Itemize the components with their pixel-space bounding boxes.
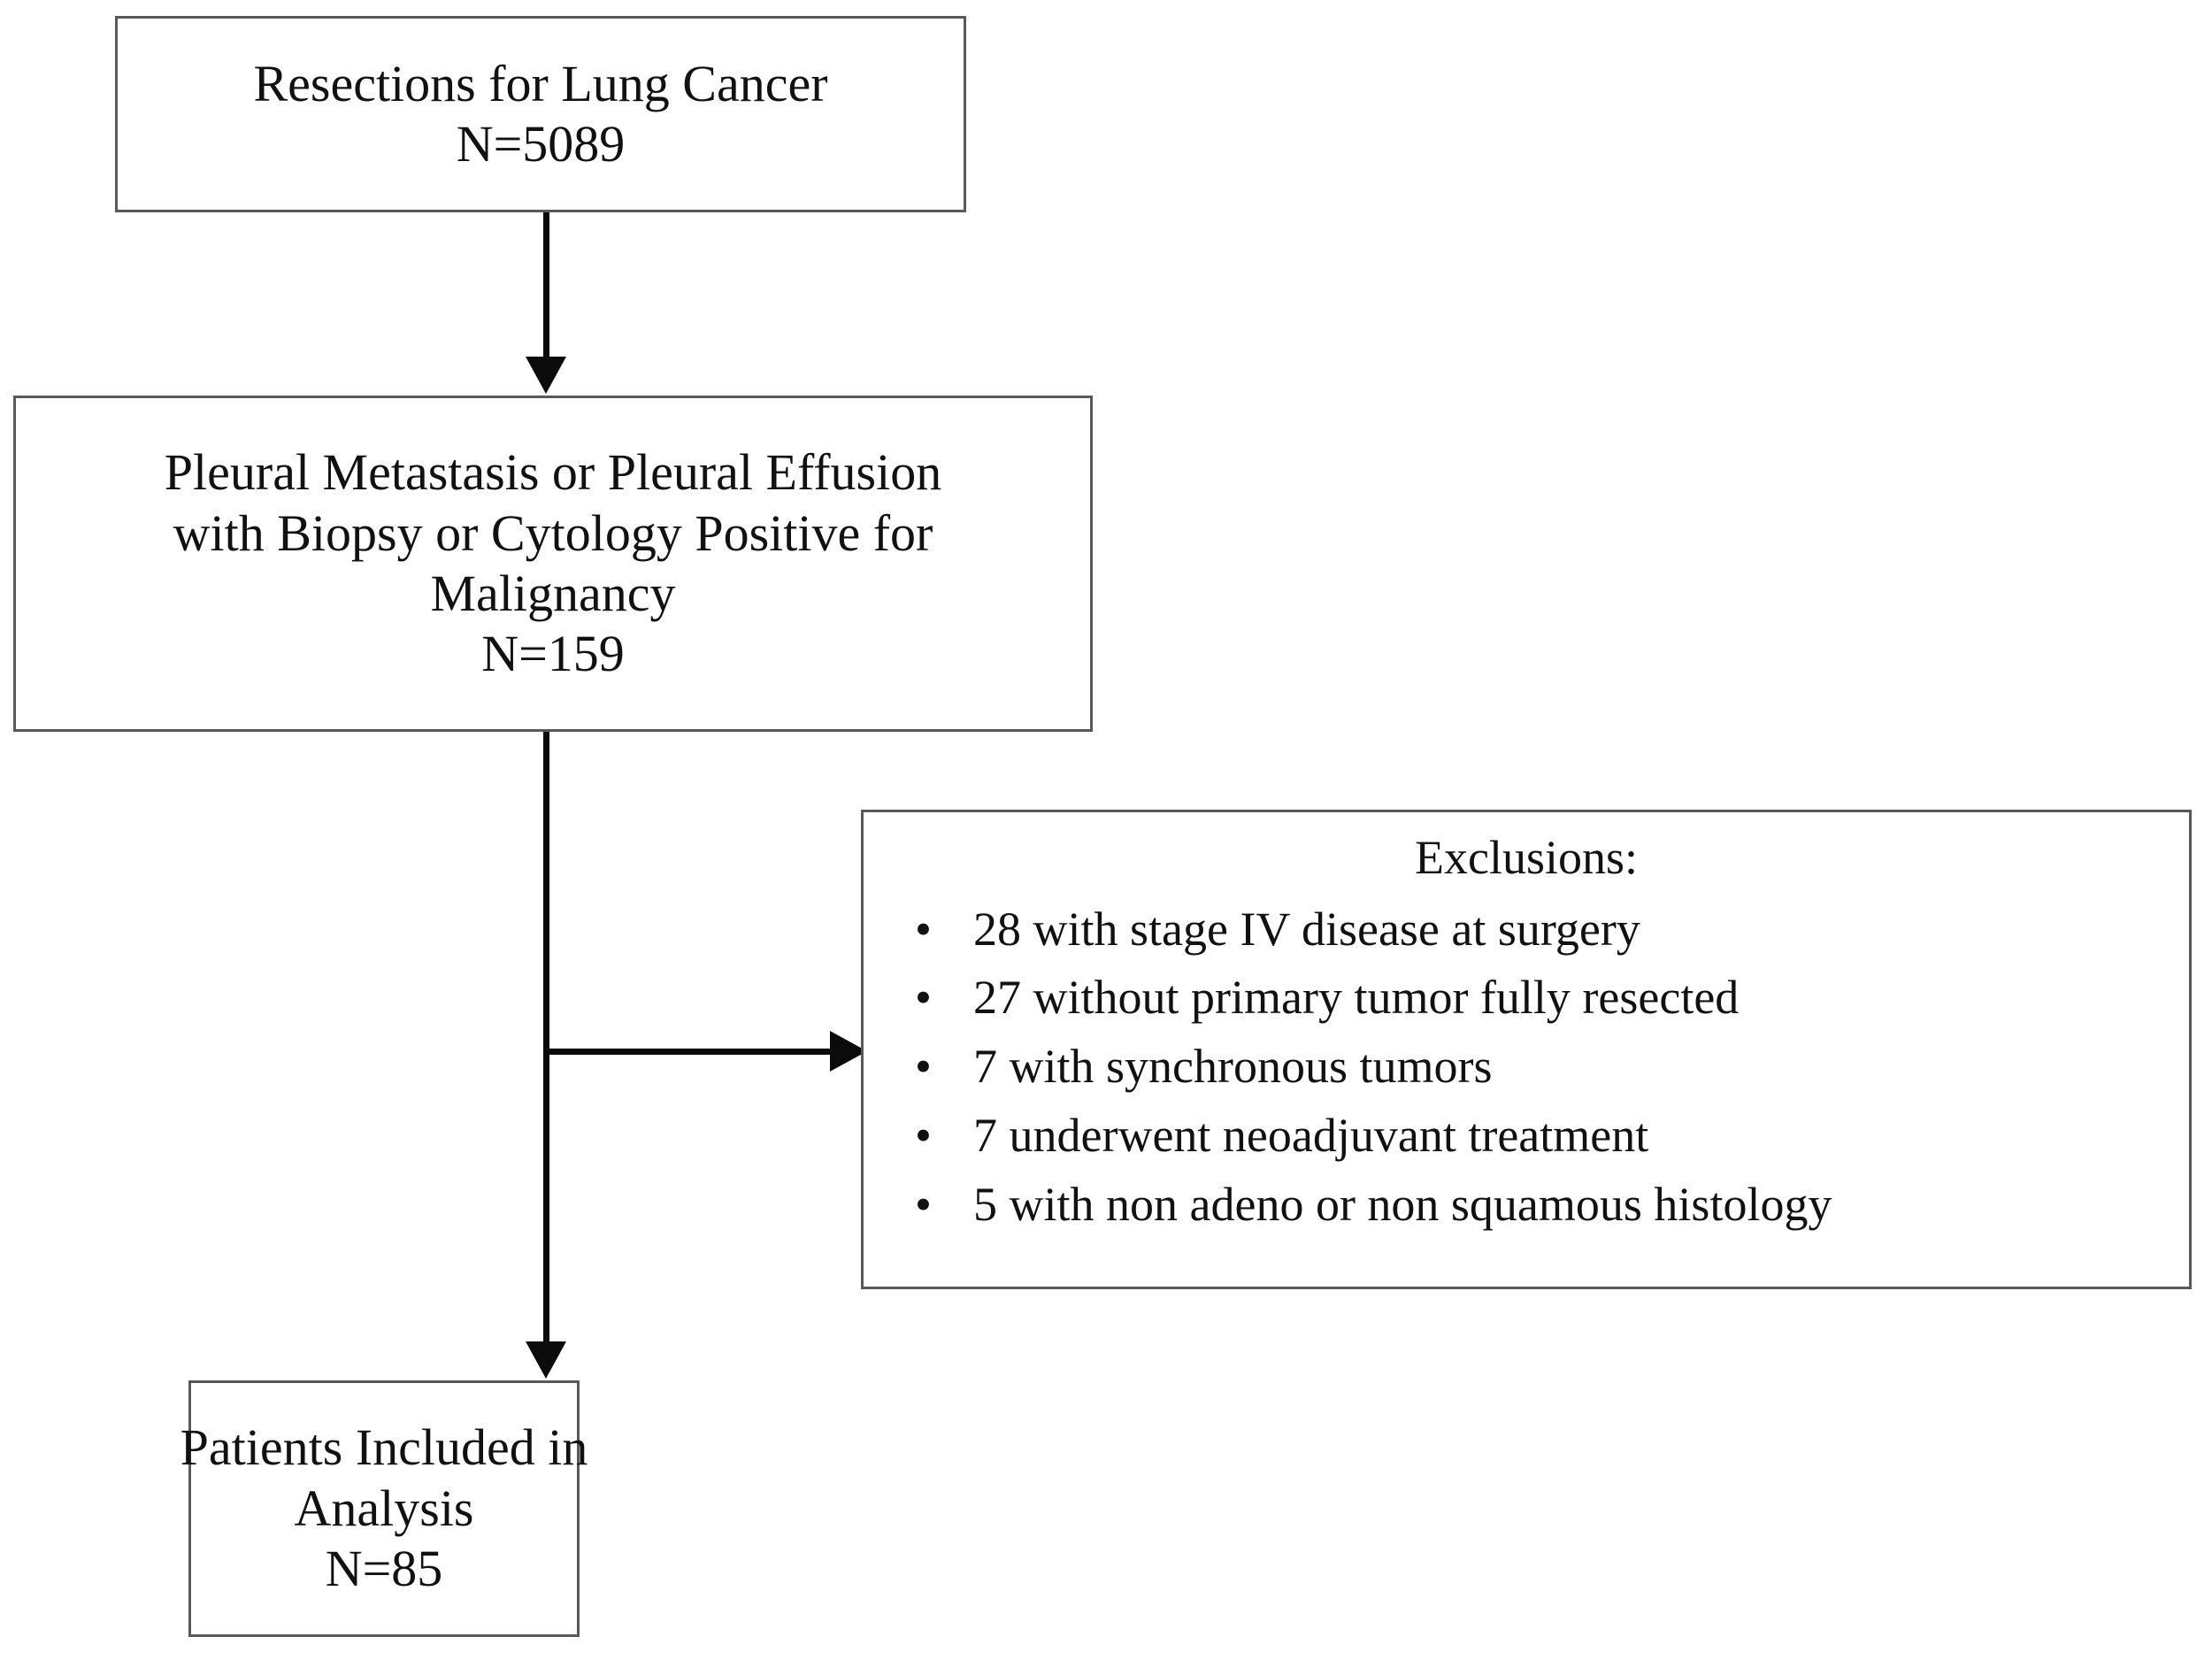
exclusions-list: • 28 with stage IV disease at surgery • … <box>864 895 2189 1240</box>
list-item: • 28 with stage IV disease at surgery <box>904 895 2189 964</box>
list-item: • 7 underwent neoadjuvant treatment <box>904 1102 2189 1171</box>
node-exclusions: Exclusions: • 28 with stage IV disease a… <box>861 810 2192 1289</box>
list-item-label: 7 with synchronous tumors <box>973 1040 1493 1094</box>
bullet-icon: • <box>915 1177 932 1231</box>
exclusions-title: Exclusions: <box>1415 831 1638 884</box>
bullet-icon: • <box>915 1040 932 1094</box>
node-resections-label: Resections for Lung Cancer <box>253 54 828 112</box>
list-item-label: 5 with non adeno or non squamous histolo… <box>973 1177 1832 1231</box>
node-pleural-count: N=159 <box>481 625 625 683</box>
list-item: • 5 with non adeno or non squamous histo… <box>904 1171 2189 1240</box>
bullet-icon: • <box>915 902 932 956</box>
bullet-icon: • <box>915 1108 932 1162</box>
node-included-count: N=85 <box>325 1540 443 1598</box>
list-item: • 7 with synchronous tumors <box>904 1033 2189 1102</box>
bullet-icon: • <box>915 971 932 1025</box>
node-included-label-line1: Patients Included in <box>180 1418 588 1477</box>
node-patients-included-in-analysis: Patients Included in Analysis N=85 <box>180 1380 588 1637</box>
list-item-label: 7 underwent neoadjuvant treatment <box>973 1108 1649 1162</box>
node-resections-for-lung-cancer: Resections for Lung Cancer N=5089 <box>115 16 966 212</box>
list-item: • 27 without primary tumor fully resecte… <box>904 964 2189 1033</box>
arrow-down-icon <box>526 1341 566 1379</box>
node-pleural-label-line3: Malignancy <box>430 565 676 622</box>
list-item-label: 27 without primary tumor fully resected <box>973 971 1740 1025</box>
arrow-down-icon <box>526 357 566 394</box>
node-pleural-metastasis-or-effusion: Pleural Metastasis or Pleural Effusion w… <box>13 396 1093 732</box>
node-resections-count: N=5089 <box>456 115 626 173</box>
list-item-label: 28 with stage IV disease at surgery <box>973 902 1640 956</box>
node-included-label-line2: Analysis <box>294 1479 474 1537</box>
connector-resections-to-pleural <box>543 212 549 367</box>
node-pleural-label-line1: Pleural Metastasis or Pleural Effusion <box>164 443 942 502</box>
node-pleural-label-line2: with Biopsy or Cytology Positive for <box>173 503 933 562</box>
connector-pleural-to-exclusions <box>547 1049 848 1055</box>
connector-pleural-to-included <box>543 732 549 1351</box>
